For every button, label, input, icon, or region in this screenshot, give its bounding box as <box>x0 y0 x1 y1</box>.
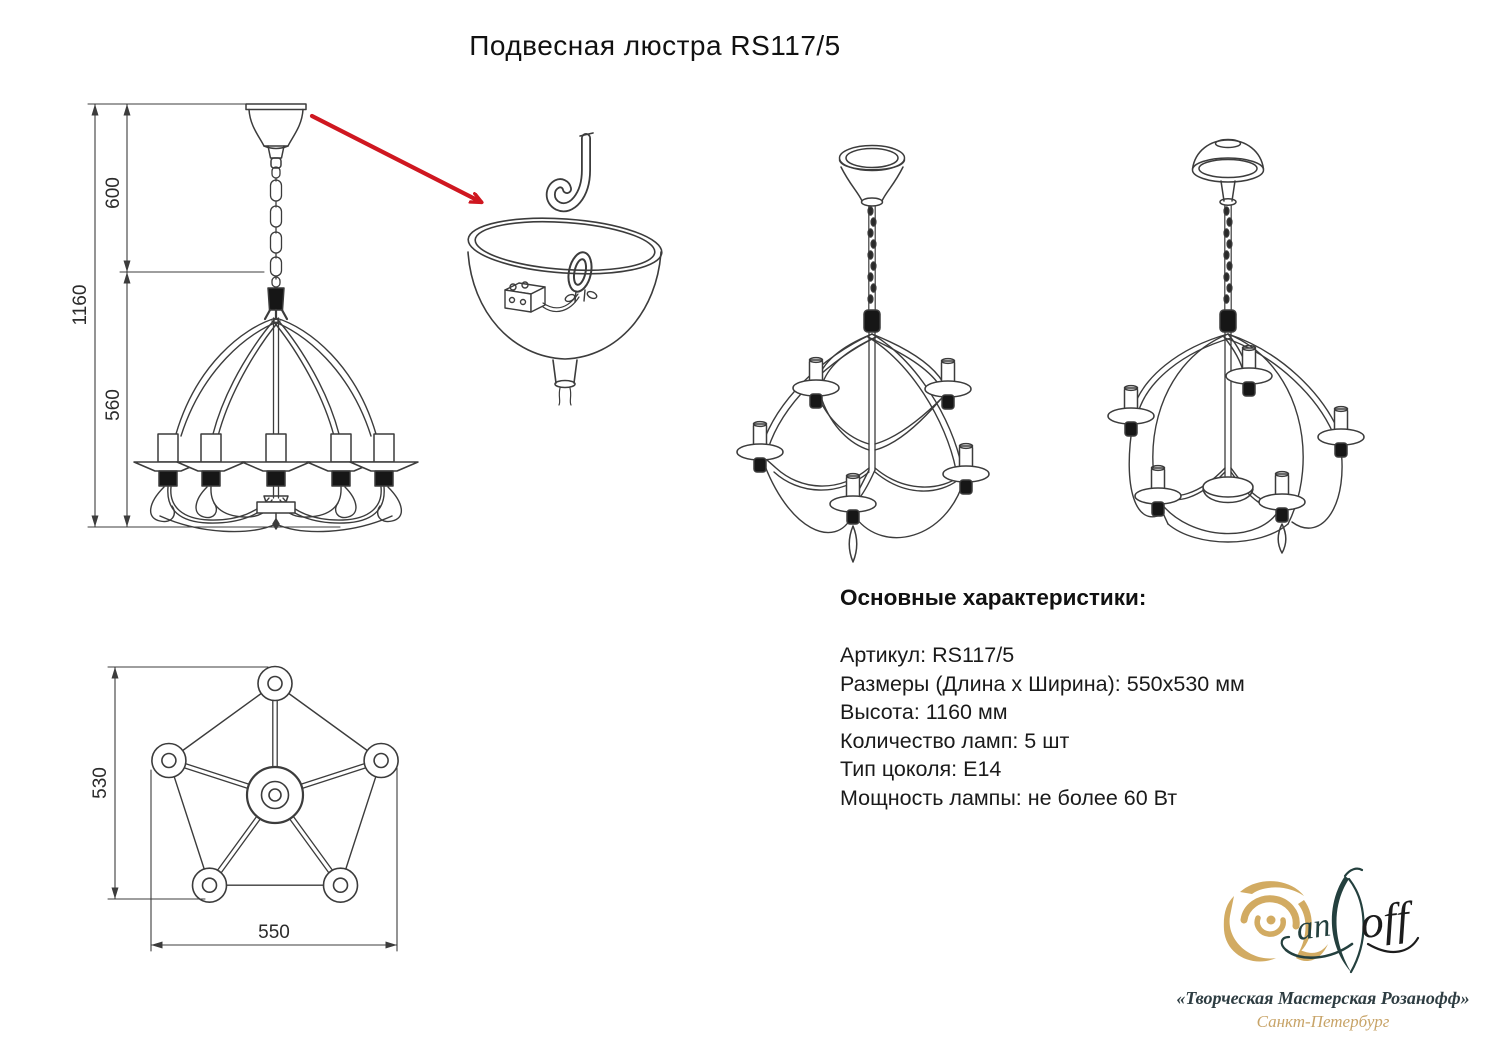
canopy-cup <box>467 217 663 406</box>
dim-total-height: 1160 <box>70 285 91 326</box>
logo-script-off: off <box>1358 891 1418 947</box>
front-chain <box>269 166 283 288</box>
dim-body-height: 560 <box>103 389 124 421</box>
spec-size: Размеры (Длина х Ширина): 550х530 мм <box>840 671 1245 696</box>
hanging-eyelet <box>564 251 598 303</box>
front-bottom-hub <box>256 495 296 530</box>
terminal-block <box>504 281 546 313</box>
dim-chain-height: 600 <box>103 177 124 209</box>
spec-socket-type: Тип цоколя: Е14 <box>840 757 1002 782</box>
spec-lamp-count: Количество ламп: 5 шт <box>840 728 1070 753</box>
pa-connector <box>863 309 881 333</box>
pb-connector <box>1219 309 1237 333</box>
pa-candles <box>736 356 990 563</box>
front-canopy <box>245 103 307 169</box>
pb-candles <box>1107 344 1365 554</box>
dim-plan-depth: 530 <box>90 767 111 799</box>
plan-spokes <box>183 699 367 874</box>
front-view-dimensions: 1160 600 560 <box>70 103 341 528</box>
plan-view: 530 550 <box>90 665 399 952</box>
canopy-detail-view <box>467 132 663 406</box>
front-view: 1160 600 560 <box>70 103 419 533</box>
spec-height: Высота: 1160 мм <box>840 700 1008 725</box>
plan-rim <box>173 692 377 886</box>
front-connector <box>267 287 285 311</box>
logo-captions: «Творческая Мастерская Розанофф» Санкт-П… <box>1128 988 1500 1032</box>
detail-callout-arrow <box>309 113 481 202</box>
logo-script-an: an <box>1294 907 1333 948</box>
pa-center-column <box>868 331 876 471</box>
page-title: Подвесная люстра RS117/5 <box>469 30 841 61</box>
pb-center-column <box>1224 331 1232 477</box>
spec-article: Артикул: RS117/5 <box>840 643 1015 667</box>
logo-workshop-name: «Творческая Мастерская Розанофф» <box>1176 988 1470 1008</box>
dim-plan-width: 550 <box>258 922 290 943</box>
pb-chain <box>1223 205 1233 310</box>
brand-logo: an off <box>1223 867 1420 974</box>
plan-dimensions: 530 550 <box>90 666 398 952</box>
pb-center-bowl <box>1202 476 1254 504</box>
pa-dome-arms <box>761 333 963 471</box>
front-candles <box>133 433 419 487</box>
pa-canopy <box>838 144 906 207</box>
pb-canopy <box>1191 138 1265 206</box>
plan-cups <box>151 665 399 904</box>
perspective-view-b <box>1107 138 1365 554</box>
ceiling-hook <box>545 132 594 213</box>
pa-chain <box>867 205 877 310</box>
specs-heading: Основные характеристики: <box>840 585 1147 610</box>
perspective-view-a <box>736 144 990 563</box>
cup-wire <box>542 293 580 313</box>
logo-city: Санкт-Петербург <box>1256 1012 1390 1031</box>
specs-block: Основные характеристики: Артикул: RS117/… <box>840 585 1400 813</box>
front-dome-arms <box>175 317 377 437</box>
spec-lamp-power: Мощность лампы: не более 60 Вт <box>840 785 1178 810</box>
logo-script: an off <box>1280 867 1420 974</box>
pa-lower-arms <box>760 453 965 539</box>
